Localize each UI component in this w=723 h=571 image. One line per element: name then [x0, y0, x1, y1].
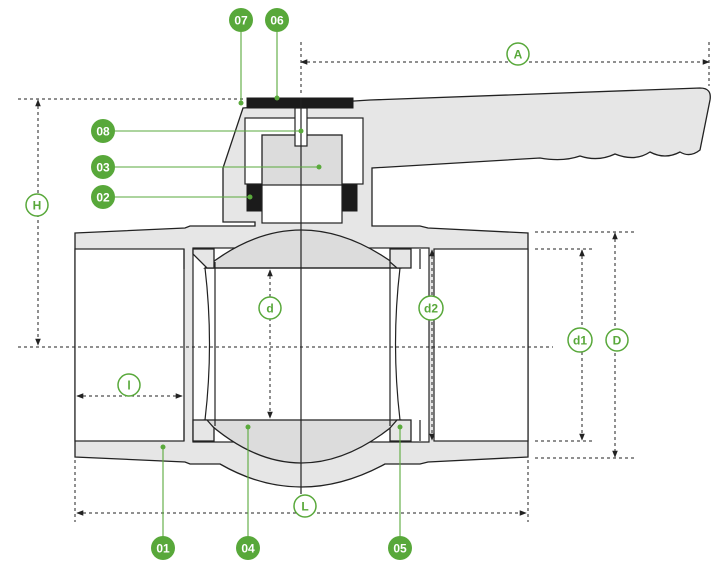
flow-passage: [192, 247, 430, 443]
seat-ring-bottom-left: [192, 419, 215, 442]
part-badge-03: 03: [91, 155, 115, 179]
part-badge-05: 05: [388, 536, 412, 560]
dim-label-d: d: [266, 302, 273, 316]
stem-neck: [261, 184, 343, 224]
dim-label-d2: d2: [424, 302, 438, 316]
part-label-06: 06: [270, 14, 284, 28]
left-socket-bore: [74, 248, 185, 442]
part-badge-02: 02: [91, 185, 115, 209]
part-badge-08: 08: [91, 119, 115, 143]
part-badge-01: 01: [151, 536, 175, 560]
dim-badge-H: H: [25, 193, 49, 217]
dim-badge-L: L: [293, 494, 317, 518]
right-socket-bore: [433, 248, 529, 442]
ball: [203, 229, 402, 464]
dimension-badges: A H d d2 d1 D l L: [25, 42, 629, 518]
part-label-03: 03: [96, 161, 110, 175]
dim-badge-d1: d1: [567, 327, 593, 353]
part-leader-lines: [114, 32, 403, 538]
seat-ring-top-right: [389, 248, 412, 269]
dim-label-H: H: [33, 199, 42, 213]
part-label-08: 08: [96, 125, 110, 139]
dim-label-d1: d1: [573, 334, 587, 348]
part-label-07: 07: [234, 14, 248, 28]
dim-label-D: D: [613, 334, 622, 348]
part-label-05: 05: [393, 542, 407, 556]
part-badges: 07 06 08 03 02 01 04 05: [91, 8, 412, 560]
bonnet-assembly: [244, 97, 364, 224]
part-label-02: 02: [96, 191, 110, 205]
dim-label-L: L: [301, 500, 308, 514]
handle-cap: [246, 97, 354, 109]
o-ring-right: [341, 184, 358, 212]
part-badge-04: 04: [236, 536, 260, 560]
dim-badge-A: A: [506, 42, 530, 66]
part-label-04: 04: [241, 542, 255, 556]
dim-label-l: l: [127, 379, 130, 393]
dim-badge-l: l: [117, 373, 141, 397]
ball-lower-cap: [203, 419, 402, 464]
dim-badge-d2: d2: [418, 295, 444, 321]
part-label-01: 01: [156, 542, 170, 556]
part-badge-06: 06: [265, 8, 289, 32]
dim-badge-D: D: [605, 328, 629, 352]
seat-ring-top-left: [192, 248, 215, 269]
part-badge-07: 07: [229, 8, 253, 32]
dim-label-A: A: [514, 48, 523, 62]
dimension-lines: [18, 42, 710, 522]
dim-badge-d: d: [258, 296, 282, 320]
ball-upper-cap: [203, 229, 402, 269]
